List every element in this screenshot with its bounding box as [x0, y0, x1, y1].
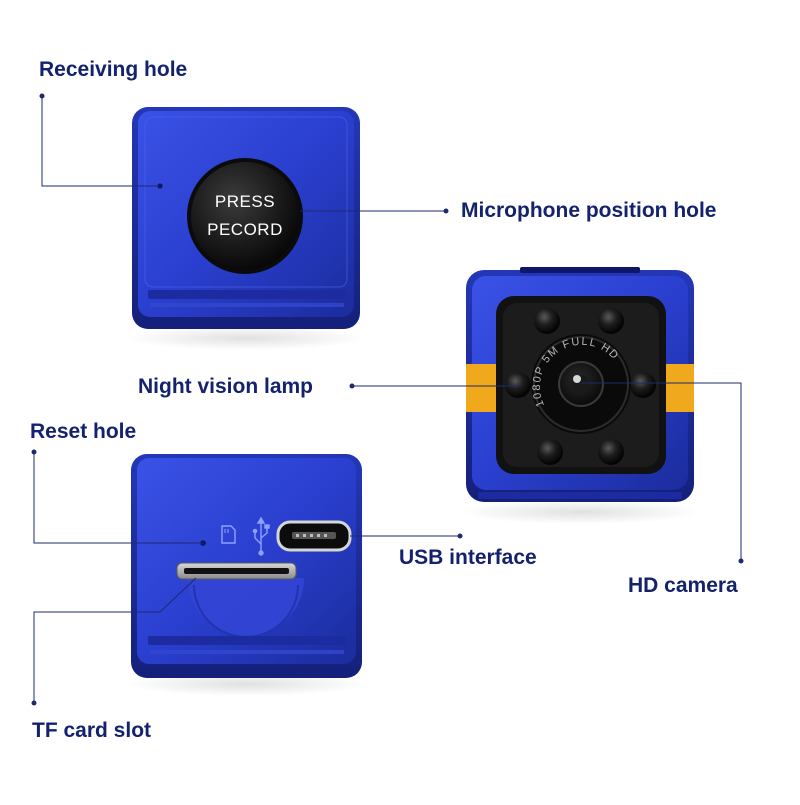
ir-led — [534, 308, 560, 334]
cube-front-view: 1080P 5M FULL HD — [461, 267, 701, 524]
label-reset-hole: Reset hole — [30, 420, 137, 443]
leader-receiving — [41, 96, 160, 187]
label-tf-card-slot: TF card slot — [32, 719, 152, 742]
label-microphone-hole: Microphone position hole — [461, 199, 717, 222]
cube-shadow — [126, 326, 366, 350]
sd-card-icon — [221, 525, 236, 544]
label-night-vision: Night vision lamp — [138, 375, 314, 398]
usb-symbol-icon — [252, 516, 270, 556]
ir-leds — [505, 308, 656, 465]
label-usb-interface: USB interface — [399, 546, 537, 569]
leader-reset — [33, 452, 203, 544]
leader-tf-card — [33, 577, 197, 703]
cube-ridge — [148, 290, 346, 299]
ir-led — [598, 308, 624, 334]
ir-band-right — [666, 364, 694, 412]
ir-led — [598, 439, 624, 465]
ir-led — [537, 439, 563, 465]
label-hd-camera: HD camera — [628, 574, 738, 597]
record-button[interactable] — [191, 162, 299, 270]
port-cube-face — [137, 458, 356, 664]
lens-highlight — [573, 375, 581, 383]
button-text-line2: PECORD — [207, 220, 283, 239]
cube-top-view — [126, 107, 366, 350]
cube-side-view — [126, 454, 366, 696]
leader-lines — [33, 96, 742, 703]
ir-band-left — [466, 364, 496, 412]
ir-led — [630, 372, 656, 398]
leader-hd-camera — [581, 382, 742, 561]
leader-dots — [31, 93, 744, 706]
ir-led — [505, 372, 531, 398]
button-text-line1: PRESS — [214, 192, 276, 211]
label-receiving-hole: Receiving hole — [39, 58, 188, 81]
